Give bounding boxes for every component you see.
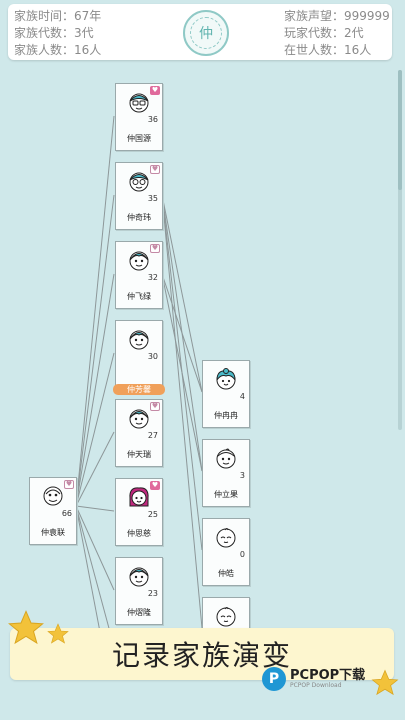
member-name: 仲奇玮	[127, 213, 151, 222]
status-badge: ♥	[150, 86, 160, 95]
family-seal-button[interactable]: 仲	[183, 10, 229, 56]
member-age: 36	[147, 115, 158, 124]
member-age: 27	[147, 431, 158, 440]
family-members: 家族人数：16人	[14, 43, 102, 57]
played-generations: 玩家代数：2代	[284, 26, 364, 40]
member-age: 66	[61, 509, 72, 518]
member-card-grandchild-1[interactable]: 4 仲冉冉	[202, 360, 250, 428]
watermark-title: PCPOP下载	[290, 668, 366, 683]
member-name: 仲思慈	[127, 529, 151, 538]
girl-face-icon	[216, 368, 236, 390]
member-card-grandchild-3[interactable]: 0 仲皓	[202, 518, 250, 586]
member-age: 32	[147, 273, 158, 282]
boy-glasses-face-icon	[129, 93, 149, 113]
member-name: 仲冉冉	[214, 411, 238, 420]
family-reputation: 家族声望：999999	[284, 9, 390, 23]
star-icon	[8, 610, 44, 645]
status-badge: ♥	[64, 480, 74, 489]
member-card-child-6[interactable]: ♥ 25 仲思慈	[115, 478, 163, 546]
banner-text: 记录家族演变	[111, 639, 292, 672]
member-age: 25	[147, 510, 158, 519]
toddler-face-icon	[216, 448, 236, 469]
star-icon	[47, 623, 69, 644]
member-age: 30	[147, 352, 158, 361]
member-age: 23	[147, 589, 158, 598]
member-age: 35	[147, 194, 158, 203]
status-badge: ♥	[150, 402, 160, 411]
member-age: 3	[239, 471, 245, 480]
status-badge: ♥	[150, 165, 160, 174]
scrollbar-thumb[interactable]	[398, 70, 402, 190]
member-age: 0	[239, 550, 245, 559]
boy-face-icon	[129, 251, 149, 271]
watermark-subtitle: PCPOP Download	[290, 682, 342, 689]
member-name: 仲立果	[214, 490, 238, 499]
member-card-child-4-selected[interactable]: 30 仲芳馨	[113, 320, 165, 395]
member-card-child-2[interactable]: ♥ 35 仲奇玮	[115, 162, 163, 230]
member-name: 仲国源	[127, 134, 151, 143]
alive-members: 在世人数：16人	[284, 43, 372, 57]
member-card-child-7[interactable]: 23 仲熠隆	[115, 557, 163, 625]
pcpop-logo-icon: P	[262, 667, 286, 691]
member-card-child-5[interactable]: ♥ 27 仲天瑞	[115, 399, 163, 467]
member-card-grandchild-4[interactable]	[202, 597, 250, 633]
baby-face-icon	[216, 528, 236, 548]
member-age: 4	[239, 392, 245, 401]
boy-glasses-face-icon	[129, 172, 149, 192]
member-name: 仲熠隆	[127, 608, 151, 617]
status-badge: ♥	[150, 481, 160, 490]
family-time: 家族时间：67年	[14, 9, 102, 23]
member-name: 仲飞绿	[127, 292, 151, 301]
site-watermark: P PCPOP下载 PCPOP Download	[262, 664, 365, 694]
elder-face-icon	[43, 486, 63, 506]
member-name: 仲袁联	[41, 528, 65, 537]
member-card-grandchild-2[interactable]: 3 仲立果	[202, 439, 250, 507]
boy-face-icon	[129, 409, 149, 429]
vertical-scrollbar[interactable]	[398, 70, 402, 430]
status-badge: ♥	[150, 244, 160, 253]
member-name-selected: 仲芳馨	[113, 384, 165, 395]
tree-connector-lines	[75, 115, 203, 632]
family-seal-char: 仲	[190, 17, 222, 49]
member-card-child-3[interactable]: ♥ 32 仲飞绿	[115, 241, 163, 309]
boy-face-icon	[129, 567, 149, 587]
member-card-founder[interactable]: ♥ 66 仲袁联	[29, 477, 77, 545]
promo-banner: 记录家族演变	[10, 628, 394, 680]
family-generations: 家族代数：3代	[14, 26, 94, 40]
boy-face-icon	[129, 330, 149, 350]
baby-face-icon	[216, 607, 236, 627]
girl-face-icon	[129, 487, 149, 507]
star-icon	[371, 669, 399, 696]
member-name: 仲天瑞	[127, 450, 151, 459]
family-stats-bar: 家族时间：67年 家族代数：3代 家族人数：16人 仲 家族声望：999999 …	[8, 4, 392, 60]
member-card-child-1[interactable]: ♥ 36 仲国源	[115, 83, 163, 151]
family-tree[interactable]: ♥ 66 仲袁联 ♥ 36 仲国源 ♥ 35 仲奇玮 ♥ 32 仲飞绿 30 仲…	[0, 62, 405, 633]
member-name: 仲皓	[218, 569, 234, 578]
